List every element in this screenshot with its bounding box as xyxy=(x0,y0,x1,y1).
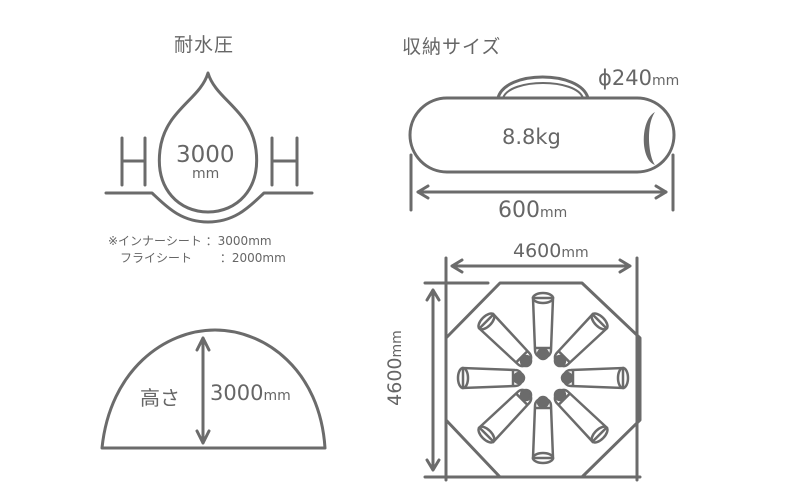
length-unit: mm xyxy=(540,205,568,221)
water-drop-icon xyxy=(157,71,259,214)
h-letter-right-icon xyxy=(270,136,299,187)
width-value: 4600 xyxy=(513,240,562,262)
length-dimension-line xyxy=(409,153,675,212)
bag-handle-icon xyxy=(496,75,590,100)
tent-floor-octagon xyxy=(444,281,642,479)
bag-diameter: ϕ240mm xyxy=(598,66,679,90)
storage-bag-icon xyxy=(408,96,676,174)
height-arrow xyxy=(195,336,211,445)
dome-outline xyxy=(100,328,327,450)
floor-width: 4600mm xyxy=(513,240,589,262)
height-unit: mm xyxy=(263,388,291,404)
storage-size-title: 収納サイズ xyxy=(402,36,502,58)
water-resistance-note-inner: ※インナーシート ：3000mm xyxy=(108,233,272,250)
bag-length: 600mm xyxy=(498,198,567,223)
depth-value: 4600 xyxy=(384,357,406,406)
note-label: フライシート xyxy=(108,251,193,265)
water-resistance-value: 3000 xyxy=(176,142,235,168)
sleeping-bags xyxy=(456,291,630,465)
diameter-unit: mm xyxy=(651,73,680,89)
water-resistance-note-fly: フライシート ：2000mm xyxy=(108,250,286,267)
depth-unit: mm xyxy=(389,330,405,358)
height-measure: 3000mm xyxy=(210,381,291,405)
bag-weight: 8.8kg xyxy=(502,125,561,149)
water-resistance-title: 耐水圧 xyxy=(174,34,235,56)
note-label: ※インナーシート xyxy=(108,234,202,248)
height-label: 高さ xyxy=(140,386,180,410)
h-letter-left-icon xyxy=(120,136,147,187)
note-value: ：3000mm xyxy=(205,234,272,248)
note-value: ：2000mm xyxy=(219,251,286,265)
length-value: 600 xyxy=(498,198,540,223)
width-unit: mm xyxy=(561,245,589,261)
floor-depth: 4600mm xyxy=(384,308,406,428)
diameter-value: ϕ240 xyxy=(598,66,652,90)
ground-line xyxy=(104,191,314,224)
height-value: 3000 xyxy=(210,381,264,405)
water-resistance-unit: mm xyxy=(192,166,220,182)
bag-opening-icon xyxy=(643,112,655,165)
